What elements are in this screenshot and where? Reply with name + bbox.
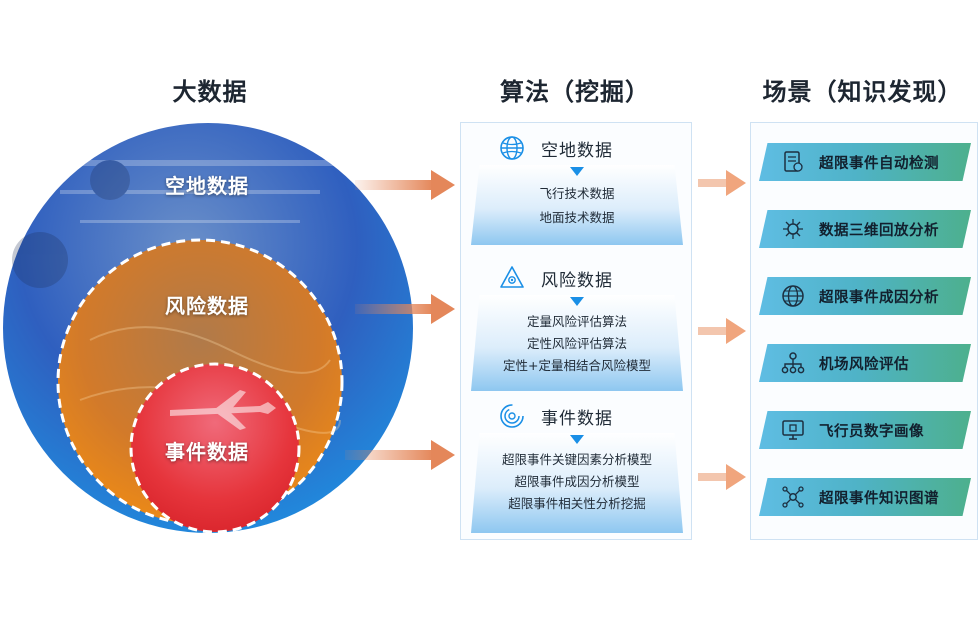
algorithm-item: 超限事件相关性分析挖掘 bbox=[508, 496, 646, 511]
arrow-middle-to-algo bbox=[355, 294, 455, 324]
scenario-item: 超限事件成因分析 bbox=[759, 277, 971, 315]
scenario-title: 场景（知识发现） bbox=[762, 78, 963, 106]
scenario-item: 飞行员数字画像 bbox=[759, 411, 971, 449]
data-circles: 空地数据 风险数据 事件数据 bbox=[0, 120, 420, 540]
algorithm-item: 定量风险评估算法 bbox=[526, 314, 627, 329]
arrow-outer-to-algo bbox=[355, 170, 455, 200]
algorithm-item: 飞行技术数据 bbox=[539, 186, 615, 201]
scenario-label: 飞行员数字画像 bbox=[819, 423, 924, 440]
algorithm-item: 地面技术数据 bbox=[539, 210, 615, 225]
algorithm-title: 算法（挖掘） bbox=[500, 78, 650, 106]
cube-network-icon bbox=[783, 219, 803, 239]
algorithm-block-title: 事件数据 bbox=[541, 408, 613, 429]
warning-triangle-icon bbox=[500, 266, 524, 288]
scenario-label: 超限事件自动检测 bbox=[819, 155, 939, 172]
circle-graphic bbox=[3, 123, 413, 534]
knowledge-graph-icon bbox=[782, 486, 804, 508]
document-check-icon bbox=[784, 151, 803, 172]
scenario-item: 超限事件自动检测 bbox=[759, 143, 971, 181]
scenario-item: 超限事件知识图谱 bbox=[759, 478, 971, 516]
scenario-panel: 超限事件自动检测 数据三维回放分析 超限事件成因分析 bbox=[750, 122, 978, 540]
middle-circle-label: 风险数据 bbox=[165, 294, 249, 318]
arrow-algo1-to-scene bbox=[698, 170, 746, 196]
algorithm-item: 定性+定量相结合风险模型 bbox=[503, 358, 651, 373]
scenario-label: 超限事件成因分析 bbox=[819, 289, 939, 306]
down-triangle-icon bbox=[570, 167, 584, 176]
algorithm-block-header: 空地数据 bbox=[499, 135, 689, 161]
hierarchy-icon bbox=[781, 352, 805, 374]
algorithm-item: 超限事件成因分析模型 bbox=[514, 474, 640, 489]
globe-icon bbox=[782, 285, 804, 307]
algorithm-block-title: 风险数据 bbox=[541, 270, 613, 291]
algorithm-block-header: 风险数据 bbox=[499, 265, 689, 291]
scenario-item: 数据三维回放分析 bbox=[759, 210, 971, 248]
outer-circle-label: 空地数据 bbox=[165, 174, 249, 198]
down-triangle-icon bbox=[570, 435, 584, 444]
spiral-target-icon bbox=[500, 404, 524, 428]
down-triangle-icon bbox=[570, 297, 584, 306]
monitor-chip-icon bbox=[782, 420, 804, 440]
algorithm-item: 定性风险评估算法 bbox=[526, 336, 627, 351]
background-texture bbox=[12, 160, 360, 288]
scenario-label: 机场风险评估 bbox=[819, 356, 909, 373]
algorithm-block-body: 飞行技术数据 地面技术数据 bbox=[471, 165, 683, 245]
algorithm-item: 超限事件关键因素分析模型 bbox=[501, 452, 652, 467]
scenario-label: 数据三维回放分析 bbox=[819, 222, 939, 239]
scenario-label: 超限事件知识图谱 bbox=[819, 490, 939, 507]
algorithm-block-body: 定量风险评估算法 定性风险评估算法 定性+定量相结合风险模型 bbox=[471, 295, 683, 391]
inner-circle-label: 事件数据 bbox=[165, 440, 249, 464]
scenario-item: 机场风险评估 bbox=[759, 344, 971, 382]
algorithm-block-header: 事件数据 bbox=[499, 403, 689, 429]
airplane-icon bbox=[170, 390, 276, 430]
algorithm-panel: 空地数据 飞行技术数据 地面技术数据 风险数据 定量风险评估算法 定性风险评估算… bbox=[460, 122, 692, 540]
arrow-algo2-to-scene bbox=[698, 318, 746, 344]
globe-network-icon bbox=[500, 136, 524, 160]
algorithm-block-title: 空地数据 bbox=[541, 140, 613, 161]
arrow-inner-to-algo bbox=[345, 440, 455, 470]
arrow-algo3-to-scene bbox=[698, 464, 746, 490]
inner-circle bbox=[129, 362, 301, 534]
big-data-title: 大数据 bbox=[172, 78, 248, 106]
algorithm-block-body: 超限事件关键因素分析模型 超限事件成因分析模型 超限事件相关性分析挖掘 bbox=[471, 433, 683, 533]
